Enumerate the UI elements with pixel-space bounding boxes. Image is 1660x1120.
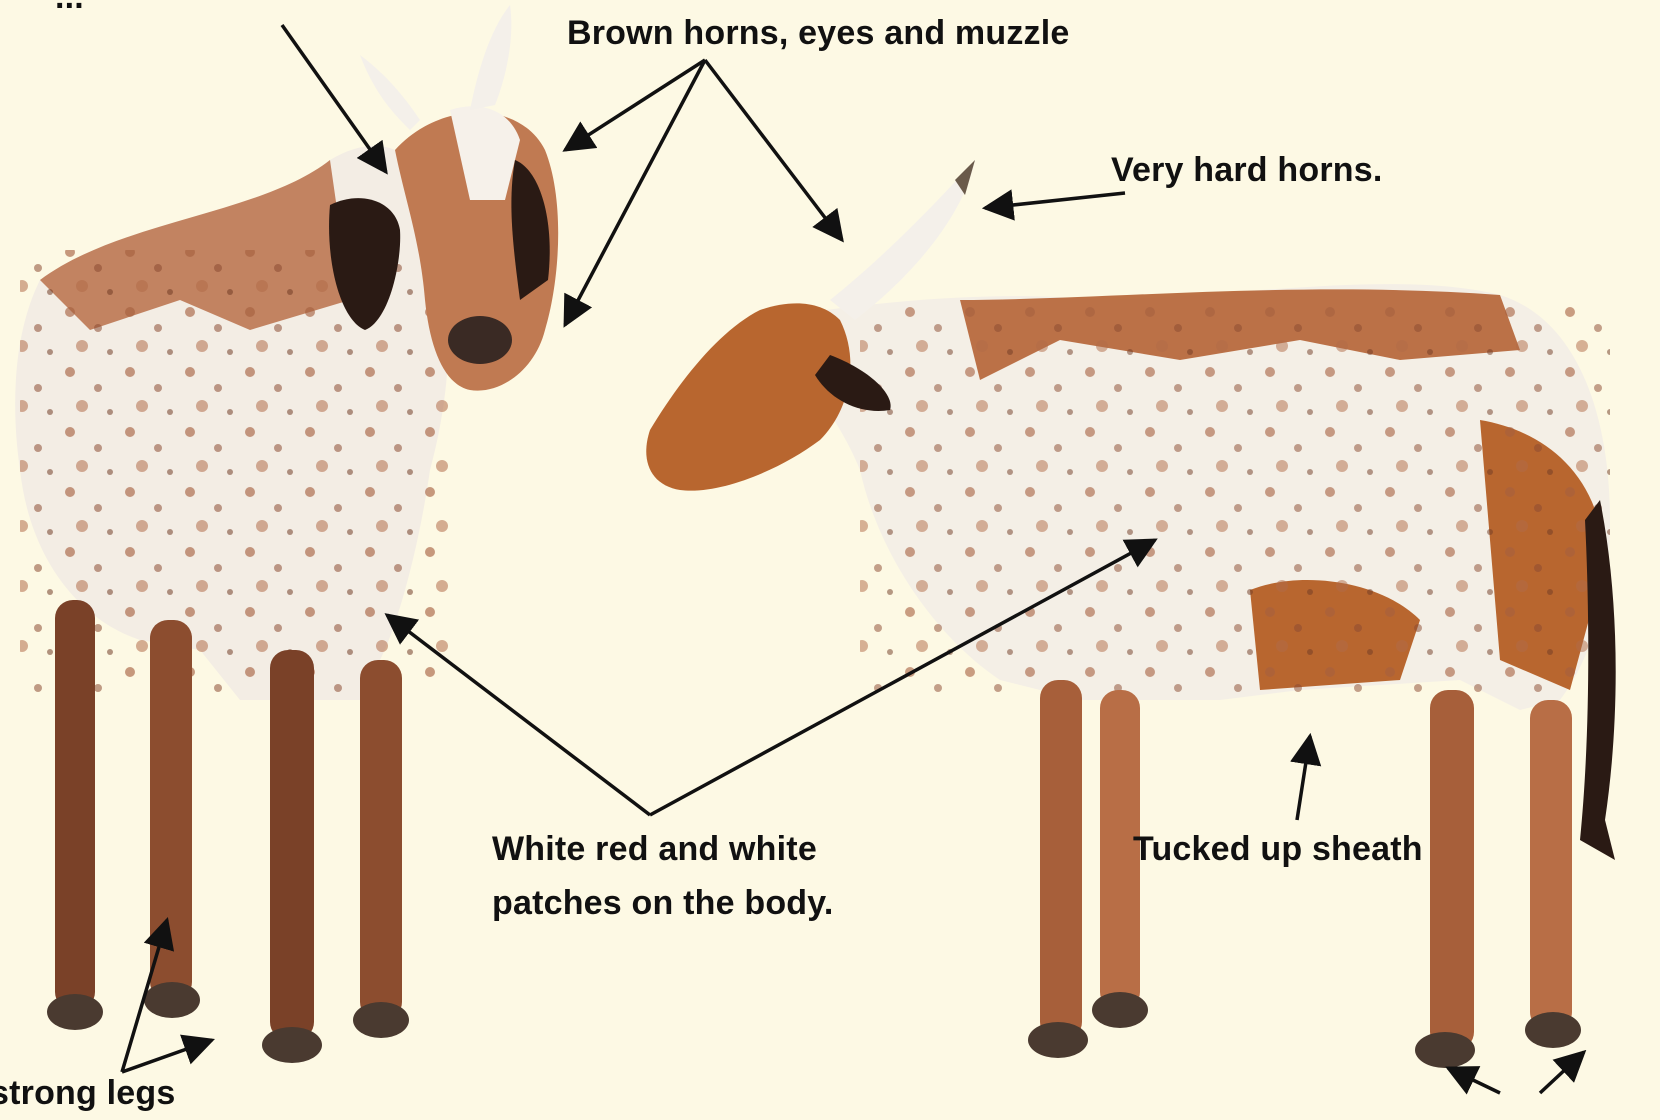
arrow-hard-horns bbox=[985, 193, 1125, 208]
left-cow-hoof-2 bbox=[144, 982, 200, 1018]
illustration-canvas bbox=[0, 0, 1660, 1095]
left-cow-horn-right bbox=[470, 5, 511, 110]
right-cow-hoof-1 bbox=[1028, 1022, 1088, 1058]
label-strong-legs-cut: strong legs bbox=[0, 1066, 175, 1120]
right-cow-hoof-3 bbox=[1415, 1032, 1475, 1068]
left-cow-hoof-1 bbox=[47, 994, 103, 1030]
label-strong-legs-cut-text: strong legs bbox=[0, 1066, 175, 1120]
left-cow-leg-1 bbox=[55, 600, 95, 1010]
label-patches-line2: patches on the body. bbox=[492, 876, 834, 930]
label-very-hard-horns-text: Very hard horns. bbox=[1111, 143, 1383, 197]
left-cow bbox=[15, 5, 558, 1063]
arrow-patches-left-cow bbox=[387, 615, 650, 815]
right-cow-hoof-2 bbox=[1092, 992, 1148, 1028]
left-cow-muzzle bbox=[448, 316, 512, 364]
right-cow-head bbox=[646, 303, 850, 490]
left-cow-hoof-3 bbox=[262, 1027, 322, 1063]
annotated-cattle-diagram: ... Brown horns, eyes and muzzle Very ha… bbox=[0, 0, 1660, 1095]
left-cow-horn-left bbox=[360, 55, 420, 130]
arrow-horns-to-right-head bbox=[705, 60, 842, 240]
left-cow-hoof-4 bbox=[353, 1002, 409, 1038]
label-horns-eyes-muzzle: Brown horns, eyes and muzzle bbox=[567, 6, 1070, 60]
left-cow-leg-2 bbox=[150, 620, 192, 1000]
right-cow-hoof-4 bbox=[1525, 1012, 1581, 1048]
right-cow-leg-4 bbox=[1530, 700, 1572, 1030]
label-tucked-up-sheath: Tucked up sheath bbox=[1133, 822, 1423, 876]
label-patches: White red and white patches on the body. bbox=[492, 822, 834, 930]
label-horns-eyes-muzzle-text: Brown horns, eyes and muzzle bbox=[567, 6, 1070, 60]
left-cow-leg-4 bbox=[360, 660, 402, 1020]
label-patches-line1: White red and white bbox=[492, 822, 834, 876]
label-very-hard-horns: Very hard horns. bbox=[1111, 143, 1383, 197]
right-cow-leg-1 bbox=[1040, 680, 1082, 1040]
arrow-horns-to-left-muzzle bbox=[565, 60, 705, 325]
arrow-horns-to-left-horn bbox=[565, 60, 705, 150]
left-cow-leg-3 bbox=[270, 650, 314, 1040]
right-cow-horn bbox=[830, 160, 975, 320]
arrow-right-hoof-a bbox=[1448, 1068, 1500, 1093]
arrow-top-left-label bbox=[282, 25, 386, 172]
label-top-left-cut: ... bbox=[55, 0, 84, 24]
label-tucked-up-sheath-text: Tucked up sheath bbox=[1133, 822, 1423, 876]
right-cow-leg-3 bbox=[1430, 690, 1474, 1050]
label-top-left-cut-text: ... bbox=[55, 0, 84, 24]
arrow-sheath bbox=[1297, 736, 1310, 820]
right-cow bbox=[646, 160, 1615, 1068]
arrow-right-hoof-b bbox=[1540, 1052, 1584, 1093]
